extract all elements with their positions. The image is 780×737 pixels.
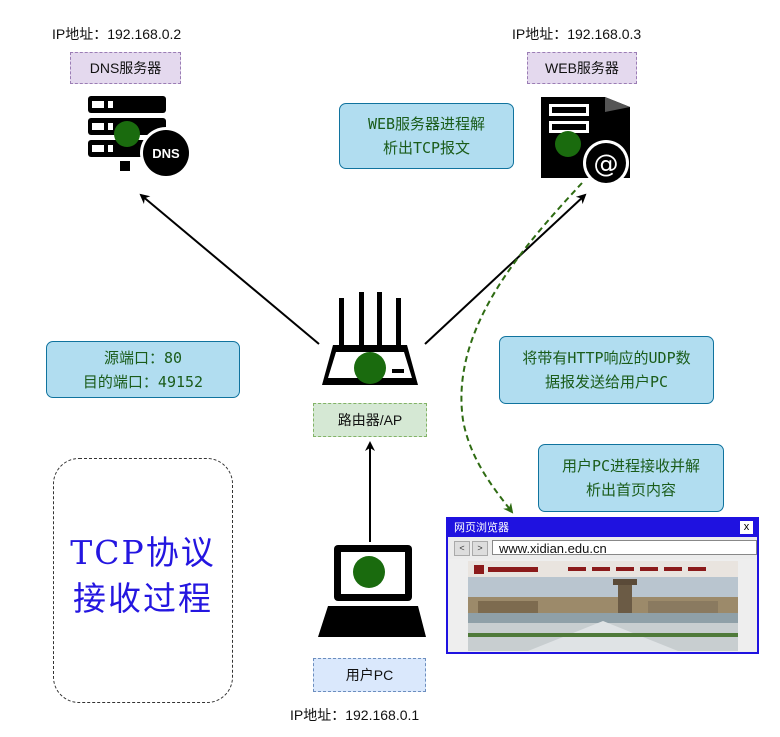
note-line: 目的端口：49152	[82, 372, 204, 391]
note-line: 源端口：80	[103, 348, 183, 367]
browser-titlebar: 网页浏览器 x	[448, 519, 757, 537]
pc-ip-label: IP地址：192.168.0.1	[290, 707, 420, 723]
router-icon	[322, 292, 418, 385]
router-tag: 路由器/AP	[313, 403, 427, 437]
note-line: 析出首页内容	[585, 481, 676, 499]
web-parse-note: WEB服务器进程解析出TCP报文	[339, 103, 514, 169]
dns-ip-label: IP地址：192.168.0.2	[52, 26, 182, 42]
browser-title: 网页浏览器	[454, 522, 509, 534]
browser-back-button[interactable]: <	[454, 541, 470, 556]
user-pc-tag: 用户PC	[313, 658, 426, 692]
title-line: TCP协议	[70, 533, 216, 572]
router-to-dns-arrow	[139, 193, 320, 345]
ports-note: 源端口：80 目的端口：49152	[46, 341, 240, 398]
browser-close-button[interactable]: x	[740, 521, 753, 534]
webpage-screenshot	[468, 561, 738, 651]
send-back-note: 将带有HTTP响应的UDP数据报发送给用户PC	[499, 336, 714, 404]
note-line: 用户PC进程接收并解	[561, 457, 701, 475]
note-line: 将带有HTTP响应的UDP数	[522, 349, 691, 367]
router-to-web-arrow	[424, 193, 587, 345]
web-server-icon: @	[541, 97, 630, 186]
dns-server-icon	[88, 96, 192, 179]
title-box	[53, 458, 233, 703]
pc-parse-note: 用户PC进程接收并解析出首页内容	[538, 444, 724, 512]
svg-text:@: @	[594, 149, 619, 178]
note-line: 据报发送给用户PC	[544, 373, 669, 391]
dns-badge-text: DNS	[152, 146, 180, 161]
note-line: WEB服务器进程解	[367, 115, 486, 133]
browser-forward-button[interactable]: >	[472, 541, 488, 556]
diagram-title: TCP协议 接收过程	[53, 530, 233, 622]
dns-server-tag: DNS服务器	[70, 52, 181, 84]
web-ip-label: IP地址：192.168.0.3	[512, 26, 642, 42]
web-server-tag: WEB服务器	[527, 52, 637, 84]
laptop-icon	[318, 545, 426, 637]
web-to-browser-dashed-arrow	[460, 182, 583, 514]
browser-url-bar[interactable]: www.xidian.edu.cn	[492, 540, 757, 556]
browser-navbar: < > www.xidian.edu.cn	[448, 537, 757, 559]
note-line: 析出TCP报文	[382, 139, 471, 157]
title-line: 接收过程	[73, 579, 213, 618]
browser-window: 网页浏览器 x < > www.xidian.edu.cn	[446, 517, 759, 654]
